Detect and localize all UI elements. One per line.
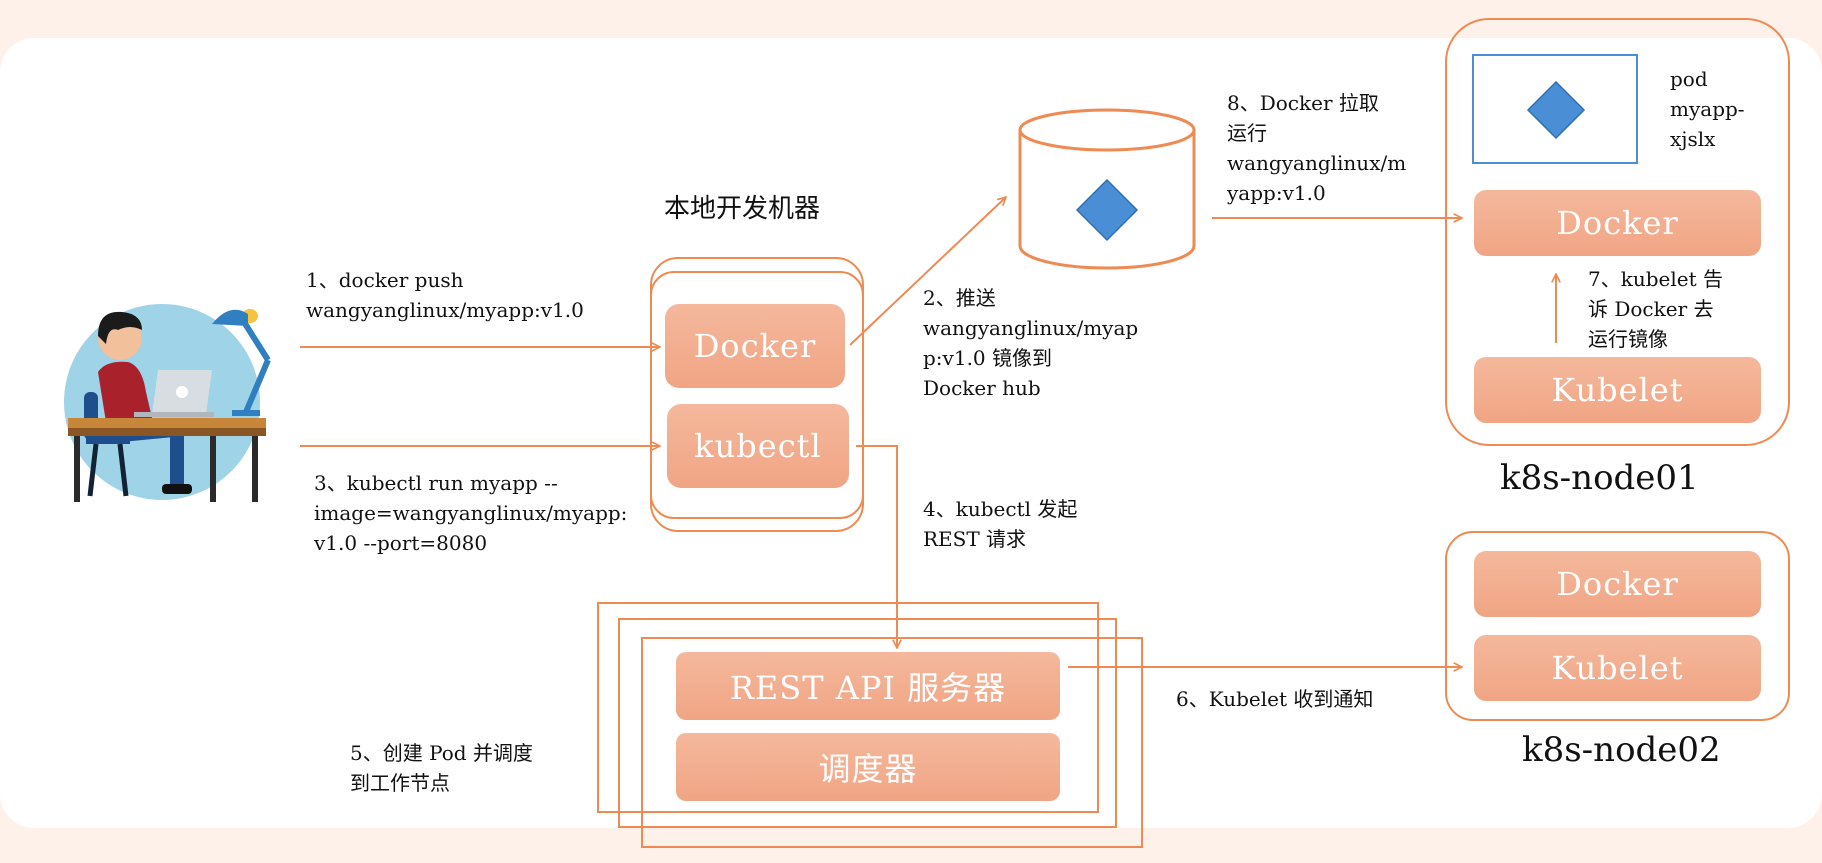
step1-label: 1、docker push wangyanglinux/myapp:v1.0 bbox=[306, 268, 584, 322]
node02-docker-box: Docker bbox=[1474, 551, 1761, 617]
step6-label: 6、Kubelet 收到通知 bbox=[1176, 687, 1374, 711]
local-machine-frame-inner bbox=[650, 271, 864, 519]
pod-name-label: pod myapp- xjslx bbox=[1670, 67, 1745, 151]
rest-api-server-box: REST API 服务器 bbox=[676, 652, 1060, 720]
local-docker-box: Docker bbox=[665, 304, 845, 388]
node02-title: k8s-node02 bbox=[1522, 730, 1721, 770]
pod-image-diamond bbox=[1526, 80, 1586, 140]
master-frame-1 bbox=[597, 602, 1099, 813]
step4-label: 4、kubectl 发起 REST 请求 bbox=[923, 497, 1078, 551]
scheduler-box: 调度器 bbox=[676, 733, 1060, 801]
node02-kubelet-box: Kubelet bbox=[1474, 635, 1761, 701]
step8-label: 8、Docker 拉取 运行 wangyanglinux/m yapp:v1.0 bbox=[1227, 91, 1407, 205]
node01-docker-box: Docker bbox=[1474, 190, 1761, 256]
docker-hub-registry-icon bbox=[1018, 108, 1196, 270]
step3-label: 3、kubectl run myapp -- image=wangyanglin… bbox=[314, 471, 628, 555]
pod-container bbox=[1472, 54, 1638, 164]
node02-frame bbox=[1445, 531, 1790, 721]
step2-label: 2、推送 wangyanglinux/myap p:v1.0 镜像到 Docke… bbox=[923, 286, 1139, 400]
master-frame-3 bbox=[641, 637, 1143, 848]
local-kubectl-box: kubectl bbox=[667, 404, 849, 488]
step5-label: 5、创建 Pod 并调度 到工作节点 bbox=[350, 741, 533, 795]
node01-title: k8s-node01 bbox=[1500, 458, 1699, 498]
node01-kubelet-box: Kubelet bbox=[1474, 357, 1761, 423]
registry-image-diamond bbox=[1075, 178, 1139, 242]
master-frame-2 bbox=[618, 618, 1117, 828]
local-machine-title: 本地开发机器 bbox=[664, 194, 821, 224]
step7-label: 7、kubelet 告 诉 Docker 去 运行镜像 bbox=[1588, 267, 1723, 351]
node01-frame bbox=[1445, 18, 1790, 446]
developer-icon bbox=[64, 304, 271, 502]
